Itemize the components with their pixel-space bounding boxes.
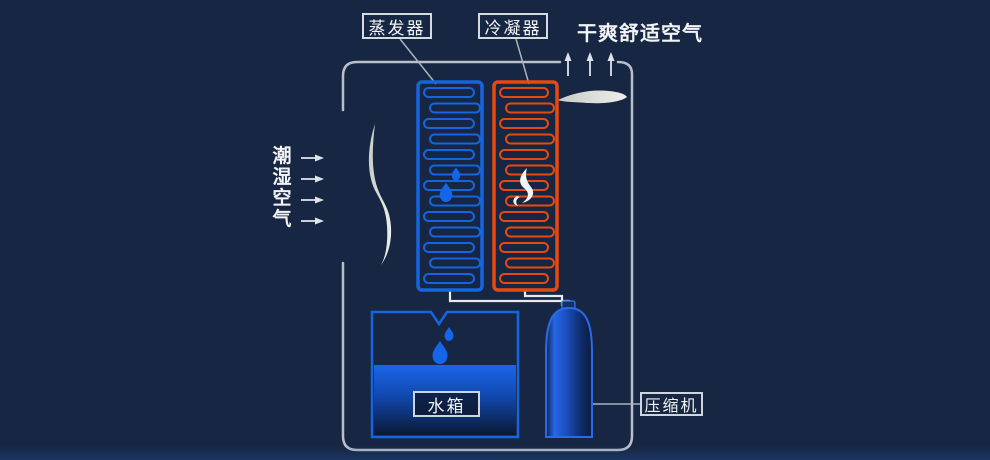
evaporator-leader-line xyxy=(399,38,437,85)
droplet-icon xyxy=(439,182,453,203)
compressor-body xyxy=(545,306,593,438)
water-tank-label-text: 水箱 xyxy=(427,396,466,417)
floor-glow xyxy=(0,446,990,460)
coil-bar xyxy=(423,242,475,253)
right-arrow-icon xyxy=(301,154,324,225)
coil-bar xyxy=(499,211,549,222)
evaporator-coil xyxy=(416,80,484,292)
humid-air-label: 潮 湿 空 气 xyxy=(272,146,292,230)
leader-lines xyxy=(399,38,640,405)
fan-blade-icon xyxy=(558,90,627,104)
coil-bar xyxy=(423,87,475,98)
compressor-label: 压缩机 xyxy=(640,392,703,416)
water-tank xyxy=(370,310,520,439)
coil-bar xyxy=(429,102,481,114)
droplet-icon xyxy=(444,327,454,341)
evaporator-label-text: 蒸发器 xyxy=(368,18,426,39)
coil-bar xyxy=(423,149,475,160)
condenser-label: 冷凝器 xyxy=(478,13,548,39)
condenser-leader-line xyxy=(515,38,530,85)
coil-bar xyxy=(499,87,549,98)
coil-bar xyxy=(505,164,555,176)
coil-bar xyxy=(429,133,481,145)
humid-air-char: 湿 xyxy=(272,166,292,188)
fan-blade-icon xyxy=(368,124,392,265)
up-arrow-icon xyxy=(564,52,615,76)
coil-bar xyxy=(423,273,475,284)
humid-air-char: 气 xyxy=(272,208,292,230)
condenser-coil xyxy=(492,80,559,292)
refrigerant-pipes xyxy=(448,290,571,312)
coil-bar xyxy=(423,118,475,129)
evaporator-label: 蒸发器 xyxy=(362,13,432,39)
tank-border xyxy=(370,310,520,439)
humid-air-char: 空 xyxy=(272,187,292,209)
coil-bar xyxy=(505,257,555,269)
coil-bar xyxy=(423,211,475,222)
coil-bar xyxy=(505,226,555,238)
coil-bar xyxy=(499,149,549,160)
coil-bar xyxy=(499,273,549,284)
coil-bar xyxy=(505,102,555,114)
coil-bar xyxy=(429,195,481,207)
droplet-icon xyxy=(432,341,448,365)
droplet-icon xyxy=(451,167,461,181)
humid-air-char: 潮 xyxy=(272,145,292,167)
coil-bar xyxy=(429,226,481,238)
dry-air-label: 干爽舒适空气 xyxy=(577,21,703,45)
flame-icon xyxy=(513,168,534,206)
compressor-label-text: 压缩机 xyxy=(644,396,699,415)
machine-outline xyxy=(341,60,634,452)
coil-bar xyxy=(505,133,555,145)
condenser-label-text: 冷凝器 xyxy=(484,18,542,39)
coil-bar xyxy=(499,118,549,129)
water-tank-label: 水箱 xyxy=(413,391,480,417)
coil-bar xyxy=(429,257,481,269)
coil-bar xyxy=(499,242,549,253)
